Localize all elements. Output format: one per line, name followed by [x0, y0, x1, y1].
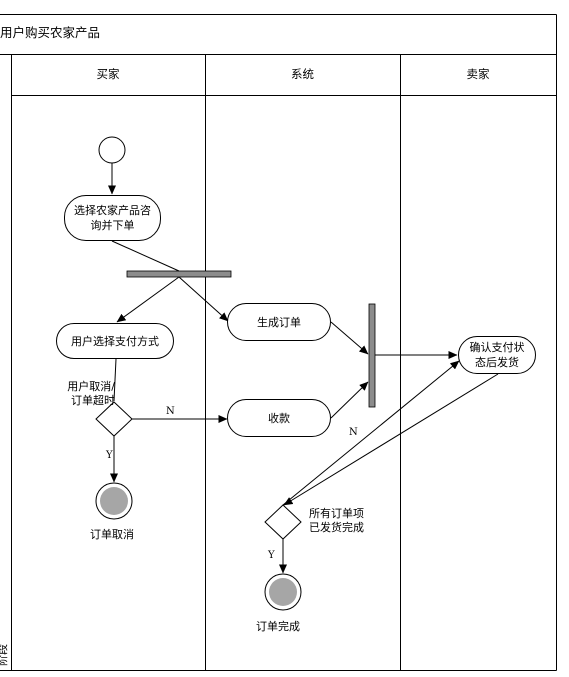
join-bar	[368, 303, 376, 408]
activity-confirm-ship-line2: 态后发货	[475, 356, 519, 369]
guard-yes-cancelled: Y	[106, 450, 113, 461]
final-node-cancelled	[95, 482, 133, 520]
guard-yes-completed: Y	[268, 550, 275, 561]
flow-select-fork	[111, 240, 180, 272]
activity-select-product-line1: 选择农家产品咨	[74, 204, 151, 217]
flow-fork-paymethod	[116, 276, 180, 323]
activity-select-product-line2: 询并下单	[90, 219, 135, 232]
guard-all-shipped-line2: 已发货完成	[309, 521, 364, 534]
activity-choose-payment-label: 用户选择支付方式	[71, 334, 159, 348]
activity-choose-payment: 用户选择支付方式	[56, 323, 174, 359]
diagram-title: 用户购买农家产品	[0, 25, 101, 40]
flow-paymethod-decision	[113, 358, 117, 402]
flow-fork-createorder	[178, 276, 229, 322]
guard-cancel: 用户取消/ 订单超时	[57, 380, 115, 408]
activity-collect-payment-label: 收款	[268, 411, 290, 425]
final-label-cancelled: 订单取消	[90, 528, 134, 541]
lane-header-buyer: 买家	[96, 67, 120, 81]
guard-all-shipped-line1: 所有订单项	[309, 507, 364, 520]
final-label-completed: 订单完成	[256, 620, 300, 633]
flow-decision-confirm-loop	[282, 360, 460, 506]
guard-cancel-line1: 用户取消/	[67, 380, 115, 393]
flow-confirm-decision	[283, 373, 499, 506]
decision-all-shipped	[264, 504, 302, 540]
side-label: 阶段	[0, 644, 9, 666]
activity-create-order: 生成订单	[227, 303, 331, 341]
activity-confirm-ship: 确认支付状 态后发货	[458, 336, 536, 374]
fork-bar	[126, 270, 232, 278]
activity-create-order-label: 生成订单	[257, 315, 301, 329]
activity-select-product: 选择农家产品咨 询并下单	[64, 195, 161, 241]
final-node-completed	[264, 573, 302, 611]
initial-node	[98, 136, 126, 164]
lane-header-system: 系统	[291, 67, 314, 81]
activity-collect-payment: 收款	[227, 399, 331, 437]
guard-no-to-collect: N	[166, 406, 175, 417]
guard-no-loop: N	[349, 427, 358, 438]
guard-cancel-line2: 订单超时	[71, 394, 115, 407]
activity-confirm-ship-line1: 确认支付状	[469, 341, 525, 354]
guard-all-shipped: 所有订单项 已发货完成	[309, 507, 364, 535]
swimlane-frame	[0, 14, 557, 671]
flow-createorder-join	[330, 321, 369, 355]
lane-header-seller: 卖家	[466, 67, 490, 81]
flow-collect-join	[330, 381, 369, 419]
